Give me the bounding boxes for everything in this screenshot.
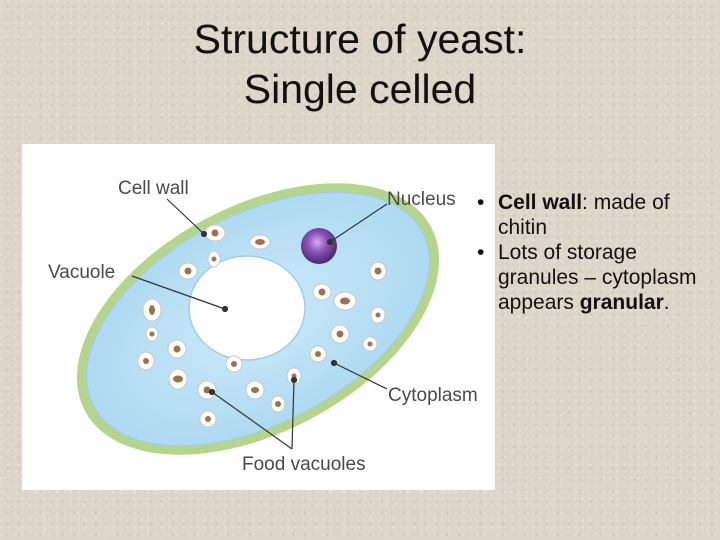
label-nucleus: Nucleus xyxy=(387,189,456,210)
bullet-bold-cell-wall: Cell wall xyxy=(498,191,583,214)
bullet-text-cell-wall: : made of chitin xyxy=(498,191,670,239)
slide-title-line-1: Structure of yeast: xyxy=(193,16,527,62)
bullet-text-granules: Lots of storage granules – cytoplasm app… xyxy=(498,241,697,314)
granule xyxy=(245,380,265,400)
granule xyxy=(167,339,187,359)
granule xyxy=(286,367,302,385)
granule xyxy=(330,324,350,344)
granule xyxy=(178,262,198,280)
granule xyxy=(309,345,327,363)
bullet-item-granules: Lots of storage granules – cytoplasm app… xyxy=(474,240,714,315)
storage-granules xyxy=(137,224,387,428)
nucleus-leader-dot xyxy=(326,238,334,246)
cytoplasm-leader xyxy=(333,362,388,390)
label-cytoplasm: Cytoplasm xyxy=(388,385,478,406)
granule xyxy=(312,283,332,301)
granule xyxy=(204,224,226,242)
slide-title: Structure of yeast: Single celled xyxy=(0,14,720,114)
food-vacuoles-leader-dot-a xyxy=(208,388,216,396)
granule xyxy=(207,250,221,268)
vacuole-leader-dot xyxy=(221,305,229,313)
granule xyxy=(270,395,286,413)
bullet-bold-granular: granular xyxy=(579,291,664,314)
bullet-item-cell-wall: Cell wall: made of chitin xyxy=(474,190,714,240)
granule xyxy=(168,368,188,390)
granule xyxy=(199,410,217,428)
granule xyxy=(362,336,378,352)
leader-lines xyxy=(131,198,388,450)
label-food-vacuoles: Food vacuoles xyxy=(242,454,366,475)
label-cell-wall: Cell wall xyxy=(118,178,189,199)
label-vacuole: Vacuole xyxy=(48,262,115,283)
granule xyxy=(249,234,271,250)
granule xyxy=(369,261,387,281)
cytoplasm-leader-dot xyxy=(330,359,338,367)
food-vacuoles-leader-b xyxy=(291,379,295,450)
granule xyxy=(145,326,159,342)
nucleus-leader xyxy=(329,203,388,243)
slide-title-line-2: Single celled xyxy=(243,66,477,112)
vacuole-leader xyxy=(131,275,226,310)
bullet-suffix-granules: . xyxy=(663,291,670,314)
nucleus xyxy=(301,228,337,264)
cell-wall-leader xyxy=(166,198,205,235)
granule xyxy=(333,291,357,311)
vacuole xyxy=(188,255,306,361)
granule xyxy=(225,355,243,373)
food-vacuoles-leader-dot-b xyxy=(290,376,298,384)
cell-wall-leader-dot xyxy=(200,230,208,238)
yeast-cell-diagram: Cell wall Vacuole Nucleus Cytoplasm Food… xyxy=(22,144,495,490)
granule xyxy=(137,351,155,371)
granule xyxy=(142,298,162,322)
yeast-cell-svg: Cell wall Vacuole Nucleus Cytoplasm Food… xyxy=(48,178,478,475)
food-vacuoles-leader-a xyxy=(211,391,293,450)
bullet-list: Cell wall: made of chitin Lots of storag… xyxy=(474,190,714,315)
granule xyxy=(370,306,386,324)
